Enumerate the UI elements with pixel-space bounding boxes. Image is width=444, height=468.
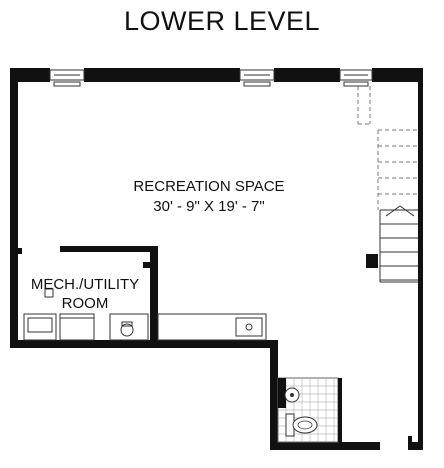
bathroom: [277, 377, 342, 443]
door-stubs: [376, 436, 412, 450]
mech-room-label-line2: ROOM: [61, 295, 109, 312]
window-1: [49, 69, 85, 87]
plan-title: LOWER LEVEL: [123, 6, 321, 36]
mech-room-walls: [60, 246, 158, 340]
counter-sink: [157, 313, 267, 341]
window-3: [339, 69, 373, 87]
window-2: [239, 69, 275, 87]
recreation-space-dimensions: 30' - 9" X 19' - 7": [153, 198, 265, 215]
left-wall: [10, 68, 18, 348]
recreation-space-label: RECREATION SPACE: [133, 178, 285, 195]
left-wall-nub: [18, 248, 22, 254]
stairs: [357, 86, 418, 283]
top-wall: [10, 68, 422, 82]
right-wall: [418, 68, 423, 450]
bottom-right-wall-end: [408, 442, 423, 450]
bottom-right-wall: [270, 442, 378, 450]
bottom-left-wall: [10, 340, 278, 348]
bath-left-wall: [270, 340, 278, 450]
mech-fixtures: [23, 288, 149, 341]
column: [366, 254, 378, 268]
mech-room-label-line1: MECH./UTILITY: [30, 276, 140, 293]
